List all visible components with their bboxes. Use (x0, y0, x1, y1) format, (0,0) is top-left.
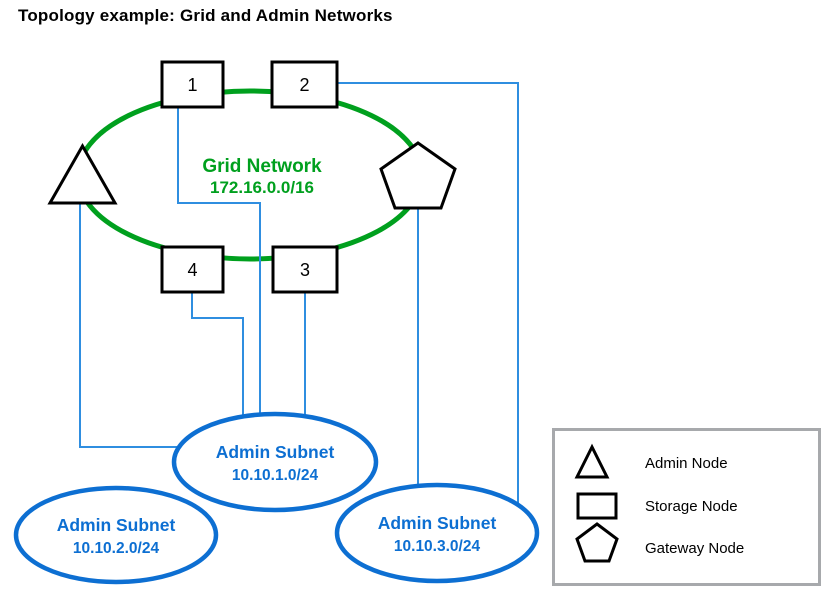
grid-network-cidr: 172.16.0.0/16 (210, 178, 314, 197)
admin-subnet-2-cidr: 10.10.2.0/24 (73, 540, 160, 557)
admin-subnet-2-label: Admin Subnet (57, 515, 176, 535)
connector-node4-to-subnet1 (191, 292, 244, 417)
grid-network-label: Grid Network (202, 156, 322, 177)
admin-subnet-1-label: Admin Subnet (216, 442, 335, 462)
storage-node-1-label: 1 (187, 75, 197, 95)
admin-subnet-3-cidr: 10.10.3.0/24 (394, 538, 481, 555)
storage-node-4 (160, 245, 225, 294)
diagram-title: Topology example: Grid and Admin Network… (18, 6, 393, 25)
legend-gateway-label: Gateway Node (645, 540, 744, 557)
storage-node-1 (160, 60, 225, 109)
legend-gateway-pentagon-icon (575, 522, 619, 563)
storage-node-4-label: 4 (187, 260, 197, 280)
connector-admin-node-to-subnet1 (79, 204, 177, 448)
legend-storage-square-icon (576, 492, 618, 520)
admin-subnet-3-label: Admin Subnet (378, 513, 497, 533)
admin-node-triangle-icon (47, 142, 118, 205)
legend: Admin Node Storage Node Gateway Node (552, 428, 821, 586)
connector-lines (79, 82, 519, 506)
storage-nodes: 1 2 4 3 (160, 60, 339, 294)
legend-storage-label: Storage Node (645, 498, 738, 515)
admin-subnet-1-ellipse (171, 411, 379, 513)
admin-subnet-1-cidr: 10.10.1.0/24 (232, 467, 319, 484)
storage-node-2 (270, 60, 339, 109)
admin-subnets: Admin Subnet 10.10.1.0/24 Admin Subnet 1… (13, 411, 540, 585)
legend-admin-triangle-icon (574, 443, 610, 479)
connector-node2-to-subnet3 (337, 82, 519, 506)
storage-node-3-label: 3 (300, 260, 310, 280)
storage-node-2-label: 2 (299, 75, 309, 95)
admin-subnet-2-ellipse (13, 485, 219, 585)
legend-admin-label: Admin Node (645, 455, 728, 472)
storage-node-3 (271, 245, 339, 294)
admin-subnet-3-ellipse (334, 482, 540, 584)
connector-node1-to-subnet1 (177, 107, 261, 416)
gateway-node-pentagon-icon (379, 141, 457, 210)
